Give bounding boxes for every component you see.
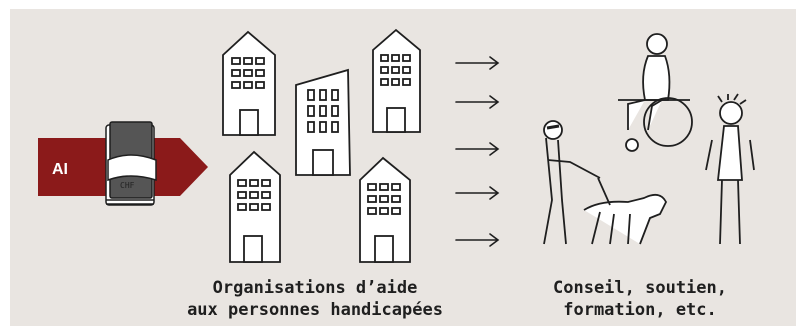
arrow-icon — [455, 56, 500, 247]
caption-line: Organisations d’aide — [212, 278, 418, 298]
building-icon — [359, 156, 411, 263]
building-icon — [222, 30, 276, 136]
caption-services: Conseil, soutien, formation, etc. — [525, 277, 755, 321]
building-icon — [295, 68, 351, 176]
wheelchair-user-icon — [618, 33, 693, 152]
standing-person-icon — [705, 93, 755, 245]
caption-organisations: Organisations d’aide aux personnes handi… — [170, 277, 460, 321]
guide-dog-user-icon — [543, 120, 668, 245]
source-label: AI — [52, 161, 68, 178]
money-bundle-icon — [105, 121, 157, 206]
building-icon — [372, 28, 421, 133]
caption-line: aux personnes handicapées — [187, 300, 443, 320]
caption-line: formation, etc. — [563, 300, 717, 320]
money-label: CHF — [120, 181, 135, 190]
caption-line: Conseil, soutien, — [553, 278, 727, 298]
building-icon — [229, 150, 281, 263]
